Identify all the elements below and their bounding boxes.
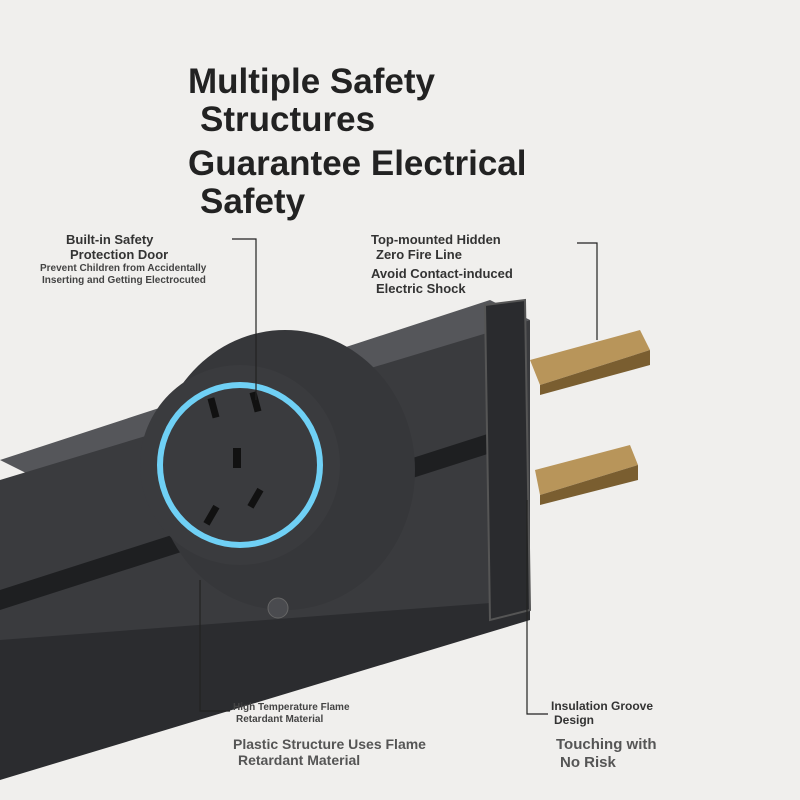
flame-sub-2: Retardant Material [238,752,361,768]
rail-end-profile [483,298,532,622]
fire-title-1: Top-mounted Hidden [371,232,501,247]
headline-line2: Structures [200,100,376,139]
callout-leader-lines [199,238,598,715]
headline-line4: Safety [200,182,306,221]
flame-sub-1: Plastic Structure Uses Flame [233,736,426,752]
fire-sub-1: Avoid Contact-induced [371,266,513,281]
door-sub-1: Prevent Children from Accidentally [40,263,207,274]
groove-sub-2: No Risk [560,754,616,771]
groove-title-1: Insulation Groove [551,699,654,713]
socket-indicator-ring [157,382,323,548]
flame-title-1: High Temperature Flame [233,702,350,713]
door-title-2: Protection Door [70,247,169,262]
groove-sub-1: Touching with [556,736,657,753]
headline-line3: Guarantee Electrical [188,144,527,183]
brass-conductor-bottom [535,445,638,505]
flame-title-2: Retardant Material [236,714,324,725]
door-sub-2: Inserting and Getting Electrocuted [42,275,206,286]
fire-title-2: Zero Fire Line [376,247,462,262]
groove-title-2: Design [554,713,595,727]
release-button-icon [267,597,289,619]
socket-outlet-holes [203,391,264,526]
door-title-1: Built-in Safety [66,232,154,247]
track-rail-front [0,600,530,780]
brass-conductor-top [530,330,650,395]
headline-line1: Multiple Safety [188,62,435,101]
fire-sub-2: Electric Shock [376,281,466,296]
